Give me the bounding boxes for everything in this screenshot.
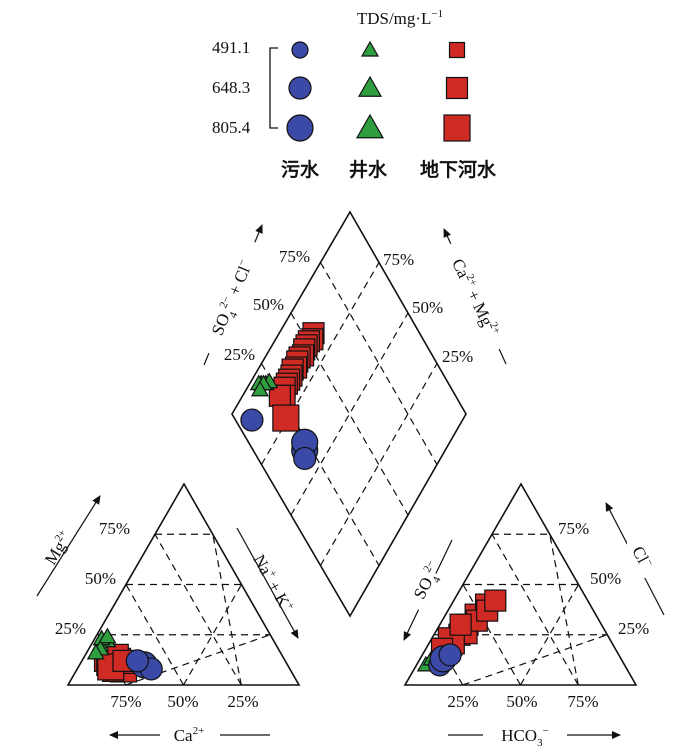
camg-label-bg <box>438 238 514 354</box>
axis-titles: Mg2+ Na+ + K+ Ca2+ SO42− Cl− HCO3− SO42−… <box>36 224 665 749</box>
grid-lines <box>96 262 608 686</box>
grid-line <box>125 584 185 686</box>
legend-size-1: 491.1 <box>212 38 250 57</box>
tick-right-vert-50: 50% <box>590 569 621 588</box>
tick-diamond-right-75: 75% <box>383 250 414 269</box>
tick-left-vert-50: 50% <box>85 569 116 588</box>
tick-diamond-left-75: 75% <box>279 247 310 266</box>
tick-left-bottom-75: 75% <box>110 692 141 711</box>
grid-line <box>154 533 242 686</box>
nak-arrow <box>236 527 299 639</box>
tick-right-vert-25: 25% <box>618 619 649 638</box>
so4cl-label-bg <box>194 236 266 358</box>
river-diamond-point <box>272 404 300 432</box>
hco3-label-bg <box>483 722 567 748</box>
grid-line <box>319 363 438 566</box>
diamond-field <box>231 210 467 618</box>
nak-axis-label: Na+ + K+ <box>249 551 297 615</box>
tick-right-bottom-75: 75% <box>567 692 598 711</box>
plot-outlines <box>66 210 638 686</box>
sewage-cation-point <box>125 649 149 673</box>
tick-labels: 75% 50% 25% 75% 50% 25% 75% 50% 25% 25% … <box>55 247 649 711</box>
legend-marker-river-1 <box>448 41 466 59</box>
grid-line <box>462 584 522 686</box>
tick-left-vert-25: 25% <box>55 619 86 638</box>
mg-axis-label: Mg2+ <box>40 528 76 569</box>
ca-label-bg <box>160 722 220 746</box>
cation-triangle <box>66 482 301 686</box>
legend-size-3: 805.4 <box>212 118 251 137</box>
tick-diamond-left-50: 50% <box>253 295 284 314</box>
tick-left-bottom-50: 50% <box>167 692 198 711</box>
legend-bracket <box>269 47 278 129</box>
well-diamond-point <box>250 380 269 397</box>
data-points <box>86 322 507 683</box>
legend-marker-sewage-1 <box>291 41 309 59</box>
grid-line <box>319 262 438 465</box>
river-anion-point <box>484 589 507 612</box>
grid-line <box>290 312 409 516</box>
tick-left-vert-75: 75% <box>99 519 130 538</box>
grid-line <box>212 534 242 686</box>
hco3-axis-label: HCO3− <box>501 725 549 749</box>
cl-axis-label: Cl− <box>628 543 656 572</box>
sewage-diamond-point <box>240 408 264 432</box>
grid-line <box>182 584 243 686</box>
grid-line <box>519 584 580 686</box>
legend-label-sewage: 污水 <box>281 159 320 181</box>
grid-line <box>549 534 579 686</box>
mg-arrow <box>36 495 101 597</box>
tick-diamond-right-25: 25% <box>442 347 473 366</box>
anion-triangle <box>403 482 638 686</box>
well-cation-point <box>98 627 117 644</box>
legend-title: TDS/mg·L−1 <box>357 8 443 28</box>
legend-marker-well-1 <box>360 40 380 57</box>
well-cation-point <box>86 643 105 660</box>
grid-line <box>260 262 380 465</box>
legend-label-well: 井水 <box>349 159 388 181</box>
grid-line <box>491 533 579 686</box>
tick-right-bottom-50: 50% <box>506 692 537 711</box>
cl-label-bg <box>627 540 649 578</box>
tick-diamond-right-50: 50% <box>412 298 443 317</box>
sewage-diamond-point <box>293 446 317 471</box>
legend-marker-sewage-3 <box>286 114 314 142</box>
tick-left-bottom-25: 25% <box>227 692 258 711</box>
legend-markers <box>286 40 471 142</box>
tick-right-bottom-25: 25% <box>447 692 478 711</box>
ca-axis-label: Ca2+ <box>174 725 205 745</box>
tick-diamond-left-25: 25% <box>224 345 255 364</box>
river-anion-point <box>449 613 472 636</box>
legend-marker-well-3 <box>355 113 385 139</box>
legend-marker-well-2 <box>357 75 383 97</box>
legend: TDS/mg·L−1 491.1 648.3 805.4 污水 井水 地下河水 <box>212 8 497 181</box>
so4-label-bg <box>393 561 455 619</box>
legend-size-2: 648.3 <box>212 78 250 97</box>
legend-marker-sewage-2 <box>288 76 312 100</box>
legend-marker-river-3 <box>443 114 471 142</box>
legend-marker-river-2 <box>445 76 469 100</box>
sewage-anion-point <box>438 643 462 667</box>
tick-right-vert-75: 75% <box>558 519 589 538</box>
legend-label-river: 地下河水 <box>420 158 497 181</box>
